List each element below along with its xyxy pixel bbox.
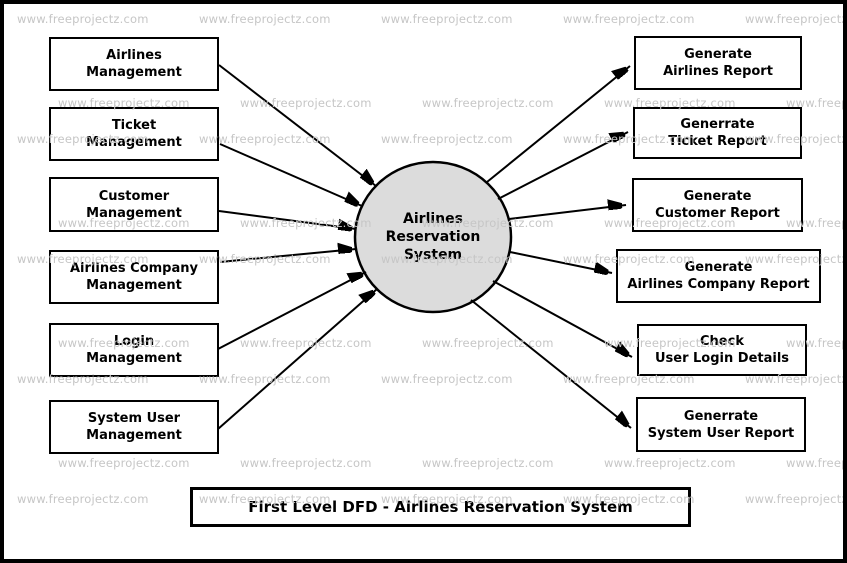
- entity-login-management: Login Management: [49, 323, 219, 377]
- entity-label-line: Customer Report: [655, 206, 780, 221]
- entity-label-line: Management: [86, 205, 182, 221]
- entity-label-line: Generate: [683, 189, 752, 204]
- flow-arrow-generate-airlines-company-report: [509, 251, 613, 273]
- entity-generate-airlines-company-report: Generate Airlines Company Report: [616, 249, 821, 303]
- flow-arrow-check-user-login-details: [492, 280, 633, 357]
- entity-label-line: Airlines Company Report: [627, 277, 810, 292]
- entity-system-user-management: System User Management: [49, 400, 219, 454]
- entity-customer-management: Customer Management: [49, 177, 219, 232]
- process-label-line: Airlines: [403, 211, 463, 227]
- entity-label-line: Ticket Report: [668, 134, 767, 149]
- process-label: Airlines Reservation System: [355, 210, 511, 264]
- entity-label-line: System User: [87, 411, 181, 426]
- entity-label-line: Airlines: [106, 48, 162, 63]
- dfd-links-layer: [217, 64, 847, 430]
- entity-label-line: Airlines Report: [663, 64, 773, 79]
- entity-label-line: Management: [86, 135, 182, 150]
- entity-label-line: Login: [113, 334, 155, 349]
- process-label-line: System: [403, 247, 463, 263]
- entity-label-line: Generrate: [680, 117, 755, 132]
- entity-ticket-management: Ticket Management: [49, 107, 219, 161]
- process-circle: [353, 160, 513, 314]
- entity-label-line: Check: [700, 334, 744, 349]
- diagram-title-box: First Level DFD - Airlines Reservation S…: [190, 487, 691, 527]
- flow-arrow-generate-ticket-report: [497, 132, 629, 200]
- flow-arrow-generate-airlines-report: [486, 66, 631, 183]
- entity-label-line: Management: [86, 428, 182, 443]
- entity-airlines-management: Airlines Management: [49, 37, 219, 91]
- flow-arrow-system-user-management: [217, 289, 378, 430]
- entity-label-line: System User Report: [647, 425, 795, 441]
- flow-arrow-generate-system-user-report: [470, 299, 631, 429]
- flow-arrow-airlines-management: [218, 64, 376, 187]
- entity-label-line: Generate: [684, 260, 753, 275]
- entity-label-line: Management: [86, 351, 182, 366]
- entity-label-line: Ticket: [111, 118, 157, 133]
- entity-label-line: Generate: [684, 47, 752, 62]
- entity-check-user-login-details: Check User Login Details: [637, 324, 807, 376]
- entity-label-line: User Login Details: [654, 351, 790, 366]
- flow-arrow-customer-management: [218, 210, 357, 229]
- entity-label-line: Management: [86, 65, 182, 80]
- entity-airlines-company-management: Airlines Company Management: [49, 250, 219, 304]
- entity-generate-ticket-report: Generrate Ticket Report: [633, 107, 802, 159]
- entity-generate-system-user-report: Generrate System User Report: [636, 397, 806, 452]
- flow-arrow-ticket-management: [219, 143, 363, 207]
- entity-generate-customer-report: Generate Customer Report: [632, 178, 803, 232]
- flow-arrow-airlines-company-management: [219, 249, 357, 263]
- entity-label-line: Customer: [98, 188, 170, 204]
- process-label-line: Reservation: [385, 229, 481, 245]
- flow-arrow-generate-customer-report: [508, 205, 627, 220]
- entity-label-line: Management: [86, 278, 182, 293]
- entity-label-line: Airlines Company: [69, 261, 198, 276]
- entity-generate-airlines-report: Generate Airlines Report: [634, 36, 802, 90]
- diagram-title: First Level DFD - Airlines Reservation S…: [248, 498, 633, 516]
- flow-arrow-login-management: [217, 272, 367, 350]
- entity-label-line: Generrate: [683, 408, 759, 424]
